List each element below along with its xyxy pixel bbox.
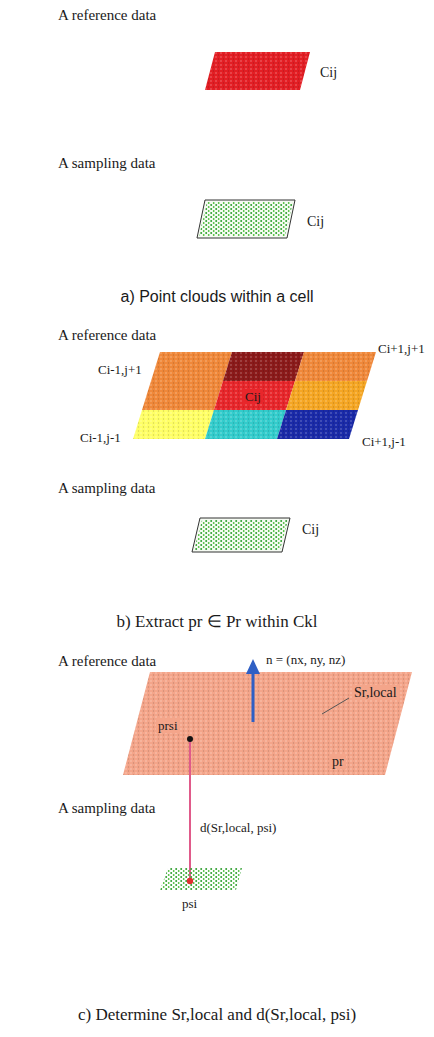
cell-label-holder: Ci+1,j-1 (360, 432, 408, 450)
point-label-holder: pr (330, 752, 346, 771)
figure-caption: a) Point clouds within a cell (119, 288, 316, 305)
plane-heading: A reference data (56, 6, 158, 24)
point-label-holder: psi (180, 894, 199, 912)
point-cloud-dots (40, 795, 430, 920)
sampling-points (194, 520, 288, 550)
cell-label-holder: Cij (243, 387, 263, 405)
normal-label: n = (nx, ny, nz) (264, 652, 347, 667)
cell-label: Ci+1,j+1 (376, 341, 427, 356)
grid-dots (133, 352, 376, 439)
point-cloud-plane: A sampling data (40, 150, 430, 275)
surface-label-holder: Sr,local (352, 683, 399, 702)
point-cloud-plane: A sampling data (40, 475, 430, 600)
figure-caption-holder: c) Determine Sr,local and d(Sr,local, ps… (0, 1005, 434, 1025)
point-label-holder: prsi (156, 716, 180, 734)
point-cloud-dots (40, 150, 430, 275)
cell-label: Ci+1,j-1 (360, 434, 408, 449)
sampling-points (160, 868, 242, 890)
cell-label: Cij (318, 65, 339, 80)
point-cloud-dots (40, 322, 430, 450)
point-cloud-dots (40, 475, 430, 600)
projected-point (187, 736, 193, 742)
point-label: psi (180, 896, 199, 911)
figure-caption: c) Determine Sr,local and d(Sr,local, ps… (76, 1005, 358, 1024)
plane-heading: A reference data (56, 326, 158, 344)
cell-label-holder: Ci-1,j+1 (96, 360, 144, 378)
point-label: pr (330, 754, 346, 769)
figure-caption-holder: a) Point clouds within a cell (0, 287, 434, 306)
distance-line (189, 741, 191, 880)
point-label: prsi (156, 718, 180, 733)
sampling-cell (197, 200, 295, 238)
sampling-point (187, 878, 193, 884)
cell-label: Cij (243, 389, 263, 404)
plane-heading: A sampling data (56, 479, 158, 497)
point-cloud-plane: A sampling data (40, 795, 430, 920)
local-surface-dots (123, 672, 412, 775)
point-cloud-dots (40, 648, 430, 788)
cell-label: Cij (300, 522, 321, 537)
sampling-cell (192, 518, 290, 552)
cell-label: Ci-1,j-1 (78, 430, 123, 445)
point-cloud-plane: A reference data (40, 2, 430, 127)
cell-label-holder: Ci-1,j-1 (78, 428, 123, 446)
distance-label-holder: d(Sr,local, psi) (198, 818, 278, 836)
reference-cell (205, 52, 310, 90)
normal-vector (252, 672, 255, 722)
point-cloud-dots (40, 2, 430, 127)
cell-label-holder: Cij (318, 63, 339, 82)
plane-heading: A reference data (56, 652, 158, 670)
cell-label-holder: Cij (300, 520, 321, 539)
cell-label: Ci-1,j+1 (96, 362, 144, 377)
cell-label-holder: Ci+1,j+1 (376, 339, 427, 357)
point-cloud-plane: A reference data (40, 648, 430, 788)
figure-caption: b) Extract pr ∈ Pr within Ckl (114, 612, 319, 631)
leader-line (322, 698, 349, 714)
sampling-points (199, 202, 293, 236)
plane-heading: A sampling data (56, 154, 158, 172)
cell-dots (205, 52, 310, 90)
figure-caption-holder: b) Extract pr ∈ Pr within Ckl (0, 612, 434, 632)
local-surface (123, 672, 412, 775)
surface-label: Sr,local (352, 685, 399, 700)
plane-heading: A sampling data (56, 799, 158, 817)
distance-label: d(Sr,local, psi) (198, 820, 278, 835)
cell-label: Cij (305, 214, 326, 229)
normal-arrowhead (246, 659, 260, 674)
normal-label-holder: n = (nx, ny, nz) (264, 650, 347, 668)
cell-label-holder: Cij (305, 212, 326, 231)
